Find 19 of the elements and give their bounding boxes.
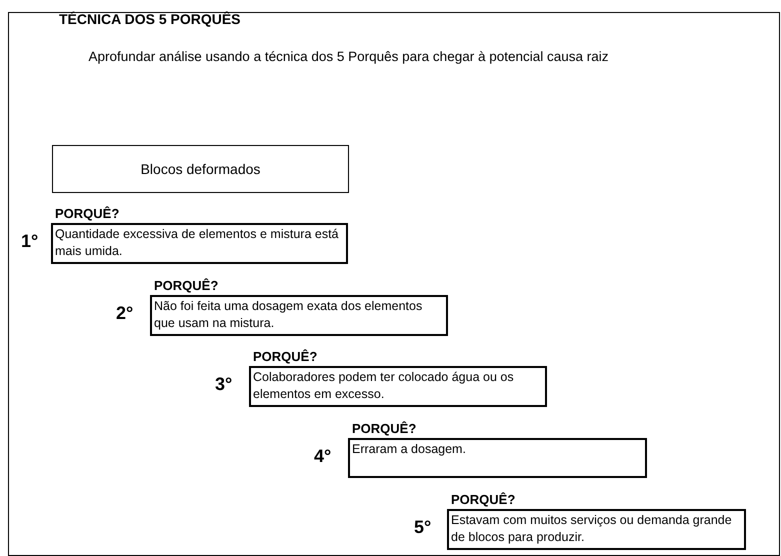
question-heading: PORQUÊ? bbox=[451, 492, 516, 507]
diagram-frame bbox=[8, 12, 780, 556]
step-number: 5° bbox=[414, 517, 432, 538]
description-text: Aprofundar análise usando a técnica dos 5 Porquês para chegar à potencial causa raiz bbox=[87, 48, 610, 66]
answer-box: Estavam com muitos serviços ou demanda grande de blocos para produzir. bbox=[447, 509, 746, 550]
step-number: 2° bbox=[116, 303, 134, 324]
question-heading: PORQUÊ? bbox=[352, 421, 416, 436]
question-heading: PORQUÊ? bbox=[154, 278, 218, 293]
question-heading: PORQUÊ? bbox=[55, 206, 120, 221]
problem-box: Blocos deformados bbox=[52, 145, 349, 193]
answer-box: Colaboradores podem ter colocado água ou os elementos em excesso. bbox=[249, 366, 547, 407]
answer-box: Não foi feita uma dosagem exata dos elementos que usam na mistura. bbox=[150, 295, 448, 336]
step-number: 1° bbox=[21, 231, 38, 252]
step-number: 4° bbox=[314, 446, 332, 467]
step-number: 3° bbox=[215, 374, 232, 395]
answer-box: Quantidade excessiva de elementos e mistura está mais umida. bbox=[51, 223, 348, 264]
answer-box: Erraram a dosagem. bbox=[348, 438, 647, 478]
question-heading: PORQUÊ? bbox=[253, 349, 318, 364]
frame-heading: TÉCNICA DOS 5 PORQUÊS bbox=[59, 11, 241, 27]
